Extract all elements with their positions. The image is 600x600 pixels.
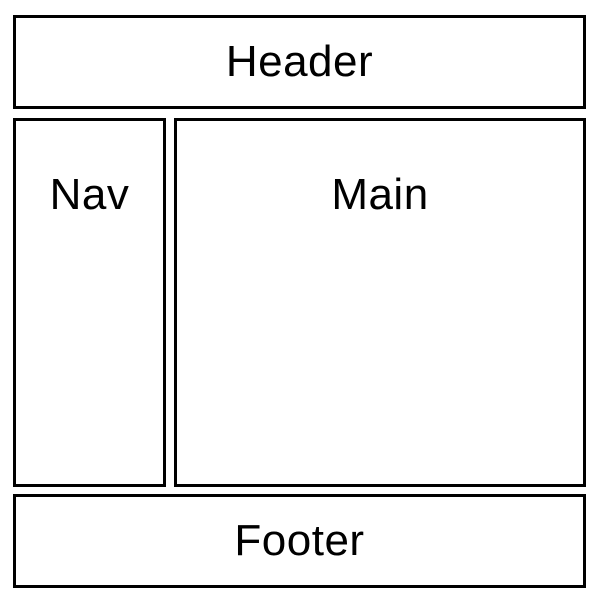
header-label: Header	[225, 37, 374, 86]
main-region: Main	[174, 118, 586, 487]
main-label: Main	[331, 170, 429, 219]
header-region: Header	[13, 15, 586, 109]
footer-region: Footer	[13, 494, 586, 588]
footer-label: Footer	[234, 516, 365, 565]
nav-region: Nav	[13, 118, 166, 487]
nav-label: Nav	[49, 170, 130, 219]
